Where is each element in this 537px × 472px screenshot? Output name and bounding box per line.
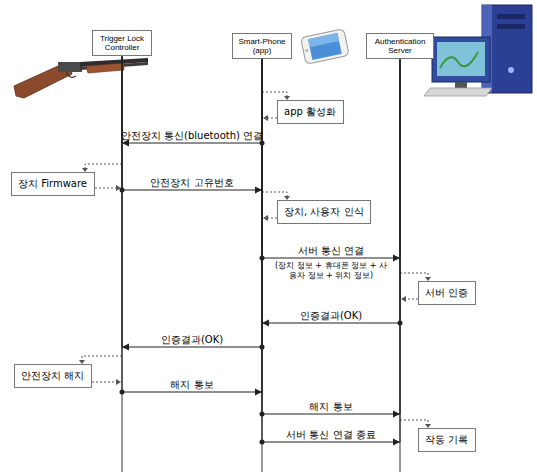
- gun-illustration: [14, 58, 148, 98]
- box-text: 서버 인증: [425, 287, 469, 299]
- activity-box: 서버 인증: [418, 281, 476, 305]
- box-text: Authentication Server: [371, 37, 429, 55]
- message-arrow: [260, 59, 401, 445]
- message-arrow: [120, 56, 263, 193]
- self-call-arrowhead: [79, 96, 431, 428]
- box-text: 장치, 사용자 인식: [284, 206, 364, 218]
- message-label: 안전장치 고유번호: [150, 177, 233, 189]
- message-label: 해지 통보: [170, 379, 213, 391]
- lifeline-head: Smart-Phone (app): [232, 33, 292, 59]
- box-text: Trigger Lock Controller: [97, 34, 147, 52]
- message-arrow: [122, 56, 265, 350]
- message-label: 안전장치 통신(bluetooth) 연결: [121, 130, 263, 142]
- message-label: 서버 통신 연결 종료: [286, 429, 376, 441]
- lifeline-head: Authentication Server: [366, 33, 434, 59]
- activity-box: app 활성화: [277, 100, 344, 124]
- computer-illustration: [424, 5, 532, 96]
- message-arrow: [120, 56, 263, 395]
- activity-box: 안전장치 해지: [14, 364, 92, 388]
- phone-illustration: [301, 29, 350, 65]
- lifeline-head: Trigger Lock Controller: [92, 30, 152, 56]
- message-label: 인증결과(OK): [300, 310, 362, 322]
- box-text: app 활성화: [284, 106, 337, 118]
- parameter-note: (장치 정보 + 휴대폰 정보 + 사용자 정보 + 위치 정보): [272, 261, 390, 282]
- message-arrow: [262, 59, 403, 326]
- activity-box: 작동 기록: [418, 428, 476, 452]
- box-text: 작동 기록: [425, 434, 469, 446]
- message-arrow: [260, 59, 401, 417]
- box-text: 장치 Firmware: [18, 178, 88, 190]
- box-text: Smart-Phone (app): [237, 37, 287, 55]
- activity-box: 장치 Firmware: [11, 172, 95, 196]
- activity-box: 장치, 사용자 인식: [277, 200, 371, 224]
- message-label: 인증결과(OK): [161, 334, 223, 346]
- box-text: 안전장치 해지: [21, 370, 85, 382]
- message-label: 서버 통신 연결: [298, 245, 364, 257]
- message-label: 해지 통보: [309, 401, 352, 413]
- message-arrow: [260, 59, 401, 261]
